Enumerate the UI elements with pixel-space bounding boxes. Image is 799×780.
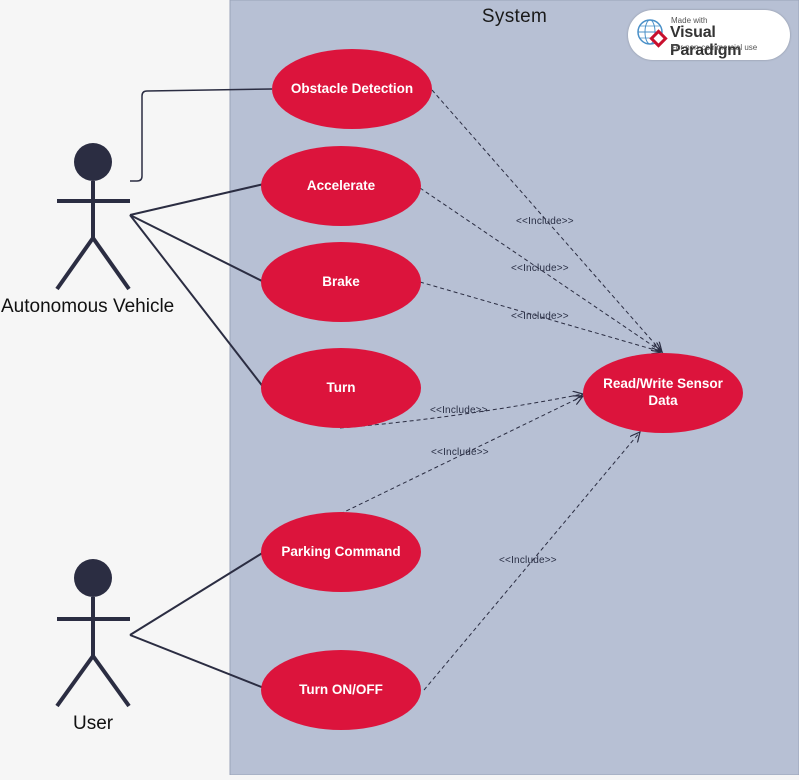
use-case-parking-command[interactable] <box>261 512 421 592</box>
association-line-accelerate <box>129 183 265 216</box>
use-case-brake[interactable] <box>261 242 421 322</box>
use-case-label-turn: Turn <box>326 379 356 395</box>
use-case-label-accelerate: Accelerate <box>306 177 376 193</box>
association-line-obstacle-detection <box>130 88 273 182</box>
visual-paradigm-badge: Made with Visual Paradigm For non-commer… <box>628 10 790 60</box>
include-label-obstacle-detection: <<Include>> <box>516 216 574 227</box>
use-case-label-parking-command: Parking Command <box>281 543 401 559</box>
include-label-brake: <<Include>> <box>511 311 569 322</box>
actor-autonomous-vehicle-icon[interactable] <box>55 143 131 291</box>
include-label-turn-on-off: <<Include>> <box>499 555 557 566</box>
include-label-turn: <<Include>> <box>430 405 488 416</box>
badge-brand: Visual Paradigm <box>670 24 742 59</box>
use-case-read-write-sensor-data[interactable] <box>583 353 743 433</box>
association-line-turn <box>129 214 265 389</box>
use-case-turn[interactable] <box>261 348 421 428</box>
use-case-label-obstacle-detection: Obstacle Detection <box>290 80 414 96</box>
use-case-label-brake: Brake <box>322 273 360 289</box>
actor-user-icon[interactable] <box>55 559 131 708</box>
association-line-brake <box>129 214 265 283</box>
include-line-parking-command <box>339 396 583 515</box>
include-line-obstacle-detection <box>431 89 662 352</box>
association-line-parking-command <box>129 551 265 636</box>
use-case-accelerate[interactable] <box>261 146 421 226</box>
include-line-turn <box>339 394 583 429</box>
include-label-parking-command: <<Include>> <box>431 447 489 458</box>
use-case-label-turn-on-off: Turn ON/OFF <box>299 681 383 697</box>
visual-paradigm-logo-icon <box>637 19 668 48</box>
use-case-turn-on-off[interactable] <box>261 650 421 730</box>
badge-made-with: Made with <box>671 16 708 25</box>
badge-license: For non-commercial use <box>671 43 758 52</box>
use-case-label-read-write-sensor-data: Read/Write Sensor Data <box>603 376 723 408</box>
system-title: System <box>481 6 548 27</box>
include-line-turn-on-off <box>423 432 640 691</box>
actor-label-autonomous-vehicle: Autonomous Vehicle <box>1 296 175 317</box>
use-case-obstacle-detection[interactable] <box>272 49 432 129</box>
include-label-accelerate: <<Include>> <box>511 263 569 274</box>
actor-label-user: User <box>73 713 114 734</box>
association-line-turn-on-off <box>129 634 265 689</box>
